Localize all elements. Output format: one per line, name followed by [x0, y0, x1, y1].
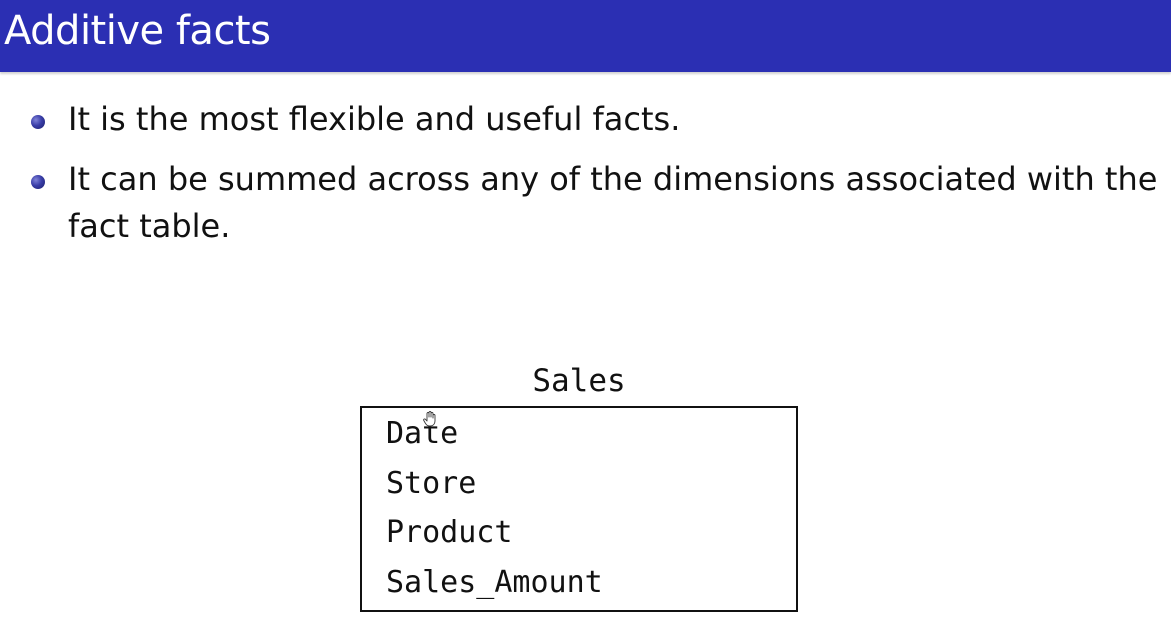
slide-title-bar: Additive facts: [0, 0, 1171, 72]
bullet-marker-icon: [31, 115, 45, 129]
fact-table-box: Date Store Product Sales_Amount: [360, 406, 798, 612]
fact-table-field-sales-amount: Sales_Amount: [386, 565, 603, 600]
bullet-item-1: It is the most flexible and useful facts…: [68, 100, 681, 138]
slide-title: Additive facts: [4, 8, 271, 54]
hand-cursor-icon: [423, 411, 437, 427]
fact-table-field-store: Store: [386, 466, 477, 501]
fact-table-name: Sales: [532, 363, 626, 399]
bullet-item-2: It can be summed across any of the dimen…: [68, 156, 1157, 250]
bullet-item-2-line-1: It can be summed across any of the dimen…: [68, 160, 1158, 198]
fact-table-field-product: Product: [386, 515, 513, 550]
bullet-marker-icon: [31, 175, 45, 189]
fact-table-field-date: Date: [386, 416, 459, 451]
bullet-item-2-line-2: fact table.: [68, 207, 231, 245]
